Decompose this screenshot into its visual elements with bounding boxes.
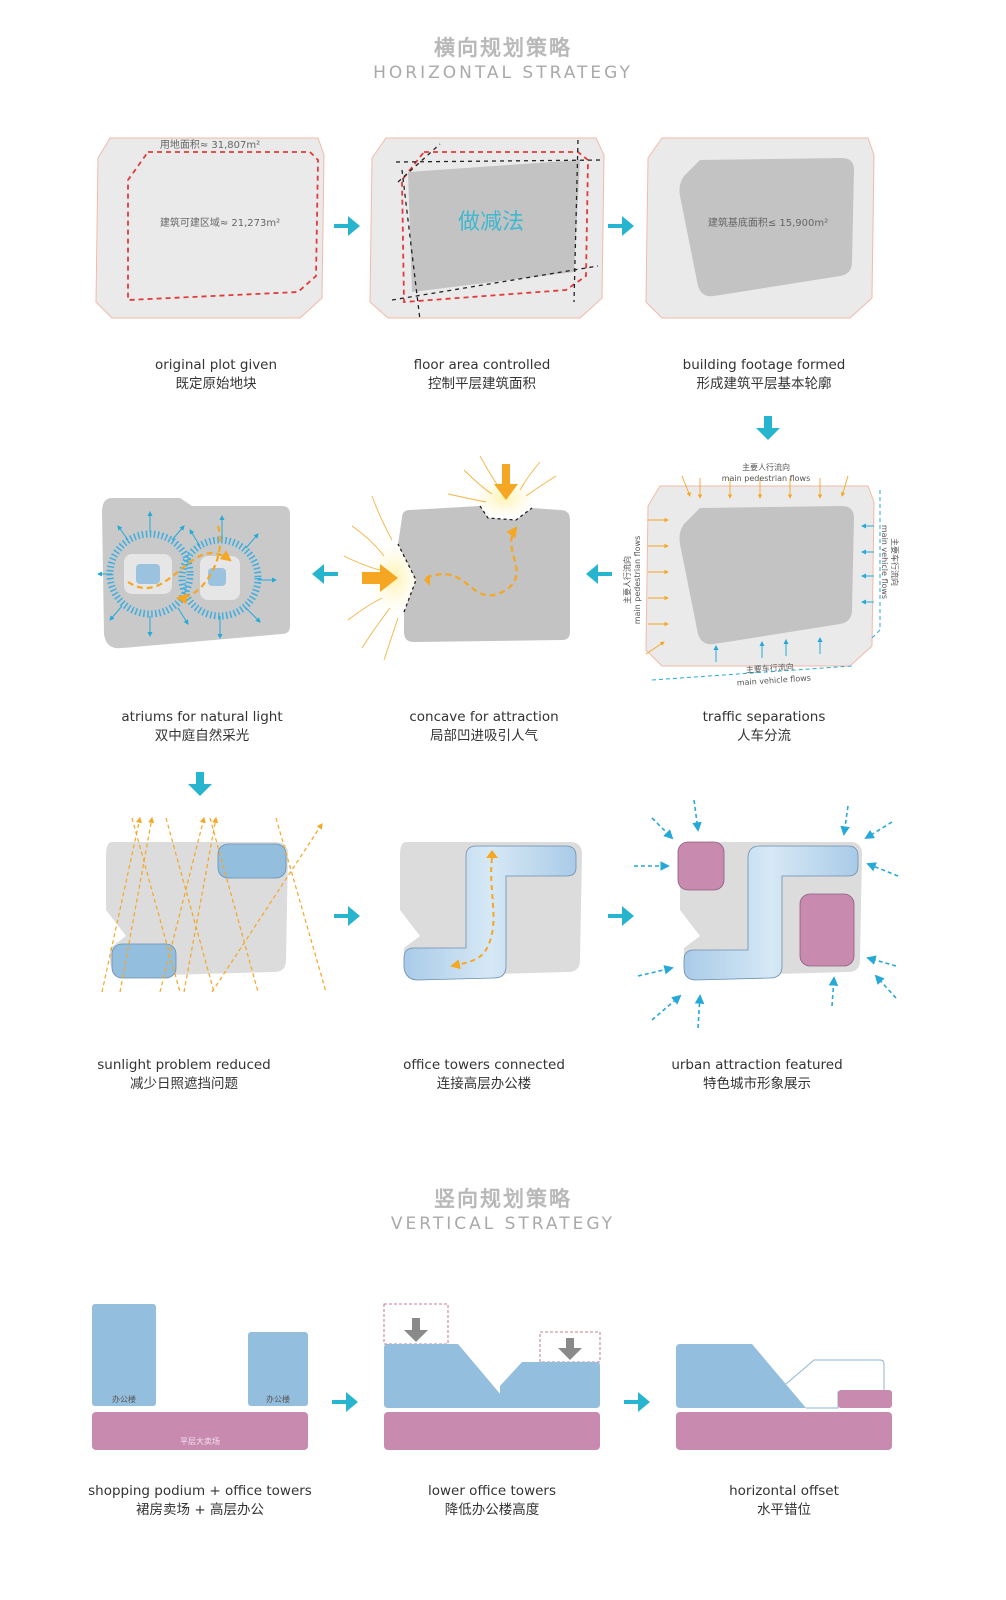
caption-en: concave for attraction (409, 709, 559, 725)
caption-sunlight: sunlight problem reduced 减少日照遮挡问题 (54, 1056, 314, 1094)
arrow-down-icon (404, 1318, 428, 1342)
caption-en: floor area controlled (413, 357, 551, 373)
caption-horizontal-offset: horizontal offset 水平错位 (654, 1482, 914, 1520)
vertical-strategy-heading: 竖向规划策略 VERTICAL STRATEGY (0, 1183, 1006, 1234)
arrow-down-icon (188, 772, 212, 796)
arrow-right-icon (624, 1392, 650, 1412)
diagram-urban-attraction (634, 799, 899, 1029)
arrow-right-icon (608, 906, 634, 926)
caption-original-plot: original plot given 既定原始地块 (86, 356, 346, 394)
caption-cn: 特色城市形象展示 (703, 1076, 811, 1092)
caption-en: traffic separations (702, 709, 826, 725)
office-label: 办公楼 (112, 1394, 136, 1404)
diagram-atriums (97, 498, 290, 649)
caption-en: horizontal offset (729, 1483, 839, 1499)
caption-floor-area: floor area controlled 控制平层建筑面积 (352, 356, 612, 394)
caption-en: shopping podium + office towers (88, 1483, 312, 1499)
horizontal-strategy-title-en: HORIZONTAL STRATEGY (373, 63, 633, 83)
arrow-right-icon (334, 906, 360, 926)
office-label: 办公楼 (266, 1394, 290, 1404)
caption-lower-towers: lower office towers 降低办公楼高度 (362, 1482, 622, 1520)
caption-towers-connected: office towers connected 连接高层办公楼 (354, 1056, 614, 1094)
vehicle-flow-side-label-en: main vehicle flows (880, 525, 889, 599)
pedestrian-flow-label-en: main pedestrian flows (722, 474, 811, 483)
horizontal-strategy-title-cn: 横向规划策略 (434, 36, 572, 60)
caption-cn: 连接高层办公楼 (436, 1076, 532, 1092)
plot-area-label: 用地面积≈ 31,807m² (160, 138, 260, 151)
pedestrian-flow-side-label-cn: 主要人行流向 (622, 556, 632, 604)
vehicle-flow-label-cn: 主要车行流向 (746, 661, 795, 674)
caption-cn: 形成建筑平层基本轮廓 (696, 376, 832, 392)
arrow-left-icon (586, 564, 612, 584)
diagram-traffic: 主要人行流向 main pedestrian flows 主要人行流向 main… (622, 462, 900, 688)
arrow-down-icon (756, 416, 780, 440)
pedestrian-flow-side-label-en: main pedestrian flows (633, 536, 642, 625)
vehicle-flow-side-label-cn: 主要车行流向 (890, 538, 900, 586)
diagram-horizontal-offset (676, 1344, 892, 1450)
footprint-area-label: 建筑基底面积≤ 15,900m² (708, 216, 828, 229)
diagram-original-plot: 用地面积≈ 31,807m² 建筑可建区域≈ 21,273m² (95, 137, 325, 319)
diagram-concave (343, 455, 570, 661)
caption-cn: 既定原始地块 (175, 376, 257, 392)
diagram-podium-towers: 办公楼 办公楼 平层大卖场 (92, 1304, 308, 1450)
caption-cn: 裙房卖场 + 高层办公 (136, 1502, 264, 1518)
arrow-left-icon (312, 564, 338, 584)
diagram-floor-area: 做减法 (369, 137, 605, 321)
vertical-strategy-title-cn: 竖向规划策略 (434, 1187, 572, 1211)
arrow-right-icon (334, 216, 360, 236)
caption-cn: 水平错位 (757, 1502, 811, 1518)
subtraction-label: 做减法 (458, 210, 524, 235)
arrow-down-icon (558, 1338, 582, 1360)
caption-traffic: traffic separations 人车分流 (634, 708, 894, 746)
caption-cn: 减少日照遮挡问题 (130, 1076, 238, 1092)
diagram-building-footage: 建筑基底面积≤ 15,900m² (645, 137, 875, 319)
vehicle-flow-label-en: main vehicle flows (736, 673, 811, 687)
caption-en: office towers connected (403, 1057, 565, 1073)
caption-en: urban attraction featured (671, 1057, 843, 1073)
horizontal-strategy-heading: 横向规划策略 HORIZONTAL STRATEGY (0, 32, 1006, 83)
caption-en: sunlight problem reduced (97, 1057, 271, 1073)
caption-cn: 人车分流 (737, 728, 791, 744)
caption-urban-attraction: urban attraction featured 特色城市形象展示 (627, 1056, 887, 1094)
caption-building-footage: building footage formed 形成建筑平层基本轮廓 (634, 356, 894, 394)
buildable-area-label: 建筑可建区域≈ 21,273m² (160, 216, 280, 229)
arrow-right-icon (332, 1392, 358, 1412)
caption-en: atriums for natural light (121, 709, 283, 725)
podium-label: 平层大卖场 (180, 1436, 220, 1446)
caption-podium-towers: shopping podium + office towers 裙房卖场 + 高… (70, 1482, 330, 1520)
caption-cn: 控制平层建筑面积 (428, 376, 536, 392)
caption-en: building footage formed (682, 357, 846, 373)
diagram-towers-connected (400, 842, 582, 981)
caption-en: original plot given (154, 357, 278, 373)
caption-cn: 双中庭自然采光 (154, 728, 250, 744)
vertical-strategy-title-en: VERTICAL STRATEGY (390, 1214, 616, 1234)
caption-atriums: atriums for natural light 双中庭自然采光 (72, 708, 332, 746)
caption-cn: 局部凹进吸引人气 (430, 728, 538, 744)
arrow-right-icon (608, 216, 634, 236)
pedestrian-flow-label-cn: 主要人行流向 (742, 462, 790, 472)
caption-concave: concave for attraction 局部凹进吸引人气 (354, 708, 614, 746)
caption-cn: 降低办公楼高度 (444, 1502, 540, 1518)
diagram-lower-towers (383, 1303, 601, 1450)
caption-en: lower office towers (427, 1483, 556, 1499)
diagram-sunlight (101, 816, 327, 993)
